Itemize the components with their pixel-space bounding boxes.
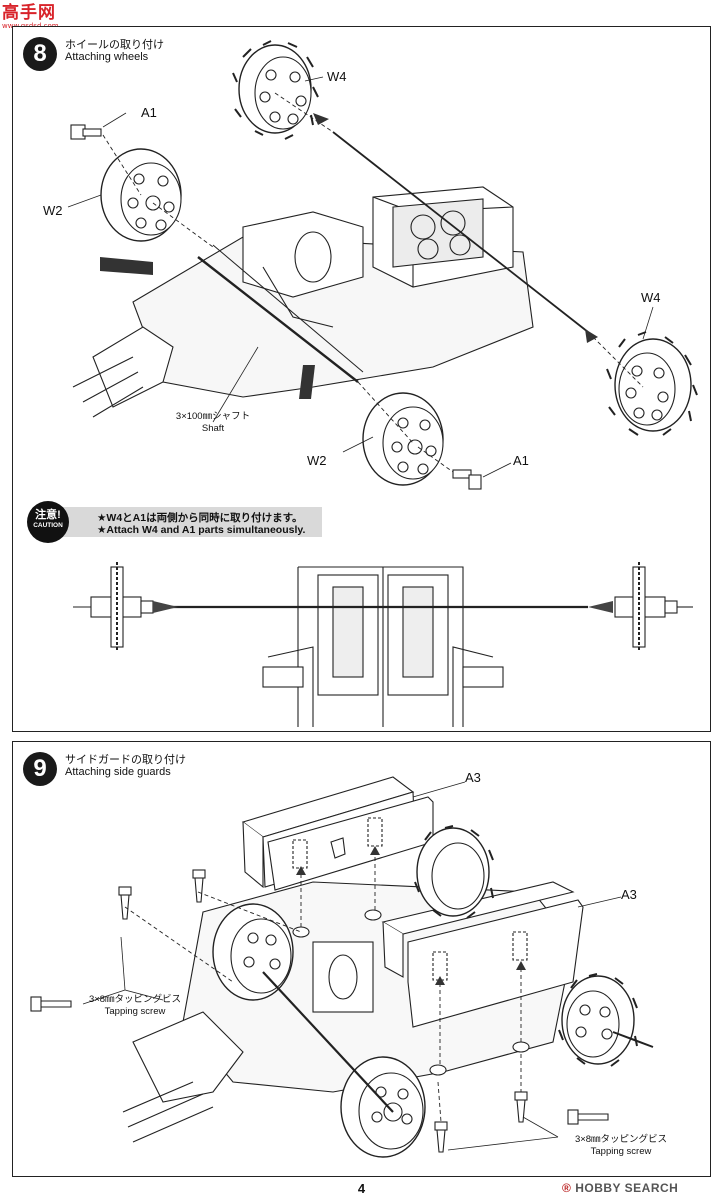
tapping-screws [30, 869, 609, 1153]
screw-label-right-jp: 3×8㎜タッピングビス [574, 1134, 668, 1145]
a1-bottom-part [452, 469, 482, 490]
page-number: 4 [357, 1181, 366, 1196]
shaft-label-jp: 3×100㎜シャフト [175, 411, 251, 422]
step-9-panel: 9 サイドガードの取り付け Attaching side guards A3 A… [12, 741, 711, 1177]
caution-line-1: ★W4とA1は両側から同時に取り付けます。 [97, 512, 303, 524]
w4-right-sprocket [606, 331, 698, 436]
screw-label-right: 3×8㎜タッピングビス Tapping screw [561, 1134, 681, 1158]
label-w4-right: W4 [641, 290, 661, 305]
caution-band [57, 507, 322, 537]
watermark-bottom-symbol: ® [562, 1181, 572, 1195]
shaft-label: 3×100㎜シャフト Shaft [143, 411, 283, 435]
screw-label-left-jp: 3×8㎜タッピングビス [88, 994, 182, 1005]
screw-label-left-en: Tapping screw [104, 1006, 166, 1017]
step-8-title-jp: ホイールの取り付け [65, 39, 164, 51]
step-9-title-jp: サイドガードの取り付け [65, 754, 186, 766]
watermark-chinese: 高手网 [2, 3, 56, 23]
step-9-number: 9 [23, 752, 57, 786]
label-w2-bottom: W2 [307, 453, 327, 468]
caution-badge-jp: 注意! [35, 509, 61, 521]
label-a3-top: A3 [465, 770, 481, 785]
w2-bottom-wheel [362, 392, 444, 486]
step-8-illustration [67, 40, 698, 727]
watermark-bottom: ® HOBBY SEARCH [562, 1181, 678, 1195]
step-8-number: 8 [23, 37, 57, 71]
caution-badge-en: CAUTION [33, 522, 63, 529]
step-8-panel: 8 ホイールの取り付け Attaching wheels A1 W4 W2 W4… [12, 26, 711, 732]
step-9-illustration [30, 776, 654, 1158]
label-w4-top: W4 [327, 69, 347, 84]
caution-badge: 注意! CAUTION [27, 501, 69, 543]
label-a3-right: A3 [621, 887, 637, 902]
step-8-title-en: Attaching wheels [65, 51, 149, 63]
screw-label-left: 3×8㎜タッピングビス Tapping screw [75, 994, 195, 1018]
watermark-bottom-text: HOBBY SEARCH [575, 1181, 679, 1195]
label-a1-bottom: A1 [513, 453, 529, 468]
w4-top-sprocket [232, 40, 319, 140]
step-9-title-en: Attaching side guards [65, 766, 171, 778]
a3-top-guard [241, 776, 434, 891]
label-a1-top: A1 [141, 105, 157, 120]
a1-top-part [70, 124, 102, 140]
label-w2-left: W2 [43, 203, 63, 218]
shaft-label-en: Shaft [201, 423, 225, 434]
a3-right-guard [381, 881, 584, 1028]
screw-label-right-en: Tapping screw [590, 1146, 652, 1157]
caution-diagram [73, 562, 693, 727]
caution-line-2: ★Attach W4 and A1 parts simultaneously. [97, 524, 306, 536]
